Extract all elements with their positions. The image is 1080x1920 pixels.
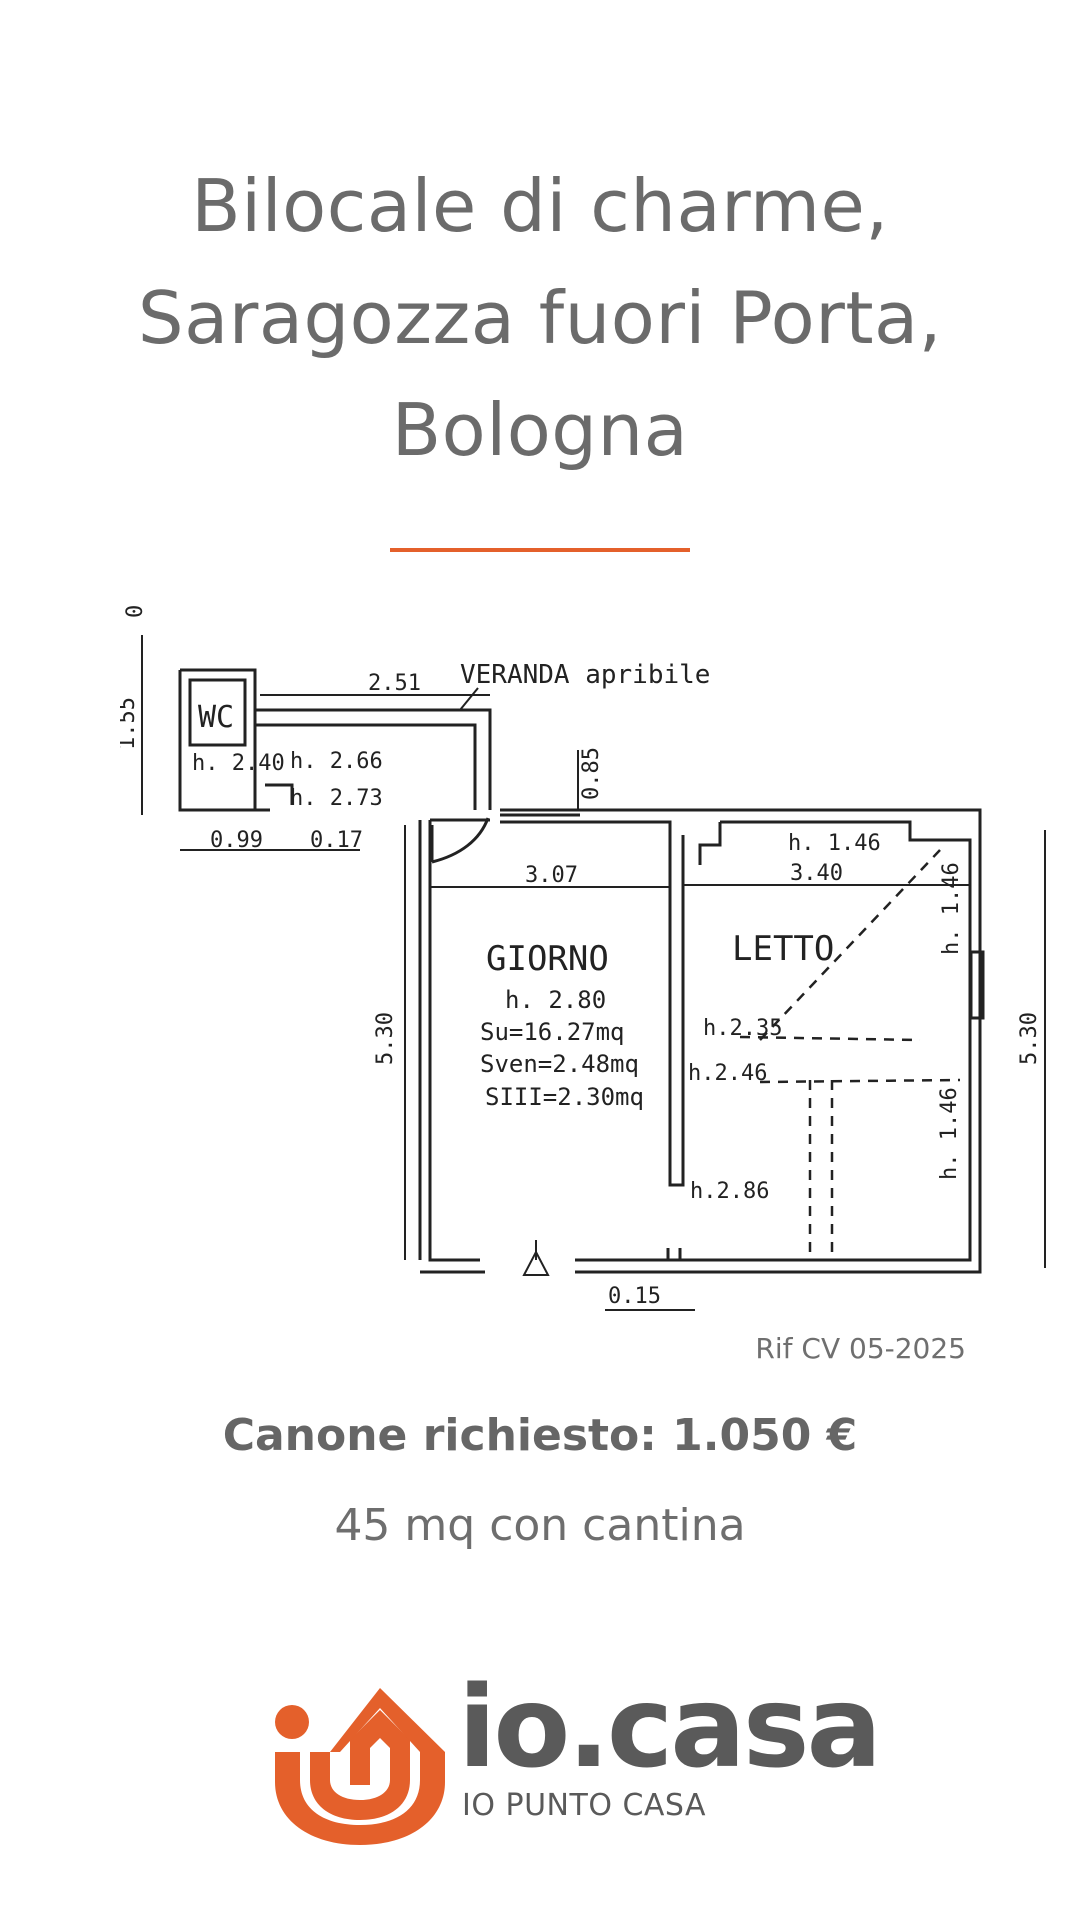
wall-wc-left — [178, 670, 270, 812]
brand-name: io.casa — [458, 1663, 882, 1793]
height-235: h.2.35 — [703, 1016, 782, 1041]
wall-left-inner — [428, 820, 480, 1262]
dim-017-top: 0.17 — [123, 600, 148, 618]
su-area: Su=16.27mq — [480, 1018, 625, 1046]
giorno-height: h. 2.80 — [505, 986, 606, 1014]
dim-340: 3.40 — [790, 861, 843, 886]
door-arc — [431, 817, 490, 864]
dim-307: 3.07 — [525, 863, 578, 888]
height-146-top: h. 1.46 — [788, 831, 881, 856]
height-266: h. 2.66 — [290, 749, 383, 774]
wall-outer-right — [500, 808, 982, 1274]
wall-veranda-inner — [255, 723, 477, 810]
dim-015: 0.15 — [608, 1284, 661, 1309]
giorno-label: GIORNO — [486, 939, 609, 979]
height-146-side-2: h. 1.46 — [937, 1087, 962, 1180]
wall-letto-nook — [698, 822, 722, 865]
house-u-icon — [275, 1688, 445, 1845]
height-146-side-1: h. 1.46 — [939, 862, 964, 955]
sven-area: Sven=2.48mq — [480, 1050, 639, 1078]
wall-stub — [666, 1248, 682, 1260]
wc-label: WC — [198, 700, 234, 735]
dim-251: 2.51 — [368, 671, 421, 696]
listing-title: Bilocale di charme, Saragozza fuori Port… — [0, 150, 1080, 486]
price-label: Canone richiesto: 1.050 € — [222, 1410, 858, 1461]
dim-085: 0.85 — [579, 747, 604, 800]
dim-155: 1.55 — [120, 697, 140, 750]
dim-099: 0.99 — [210, 828, 263, 853]
title-line-1: Bilocale di charme, — [191, 164, 889, 248]
wall-letto — [575, 820, 972, 1262]
wall-wc-inner — [188, 678, 247, 747]
floor-plan: VERANDA apribile WC GIORNO LETTO h. 2.80… — [120, 600, 1060, 1320]
title-divider — [390, 548, 690, 552]
floor-plan-drawing: VERANDA apribile WC GIORNO LETTO h. 2.80… — [120, 600, 1046, 1311]
height-246: h.2.46 — [688, 1061, 767, 1086]
brand-logo: io.casa IO PUNTO CASA — [270, 1663, 882, 1850]
reference-code: Rif CV 05-2025 — [755, 1332, 966, 1365]
dim-530-right: 5.30 — [1017, 1012, 1042, 1065]
veranda-label: VERANDA apribile — [460, 660, 710, 690]
height-273: h. 2.73 — [290, 786, 383, 811]
title-line-2: Saragozza fuori Porta, — [137, 276, 943, 360]
wall-partition — [500, 820, 685, 1187]
wall-wc-step — [265, 783, 294, 805]
dim-530-left: 5.30 — [373, 1012, 398, 1065]
siii-area: SIII=2.30mq — [485, 1083, 644, 1111]
wall-wc-outer — [180, 668, 257, 810]
letto-label: LETTO — [732, 929, 834, 969]
brand-tagline: IO PUNTO CASA — [462, 1788, 707, 1823]
title-line-3: Bologna — [391, 388, 689, 472]
window-right — [969, 950, 985, 1020]
dim-017-left: 0.17 — [310, 828, 363, 853]
size-label: 45 mq con cantina — [334, 1500, 746, 1551]
height-286: h.2.86 — [690, 1179, 769, 1204]
height-240: h. 2.40 — [192, 751, 285, 776]
